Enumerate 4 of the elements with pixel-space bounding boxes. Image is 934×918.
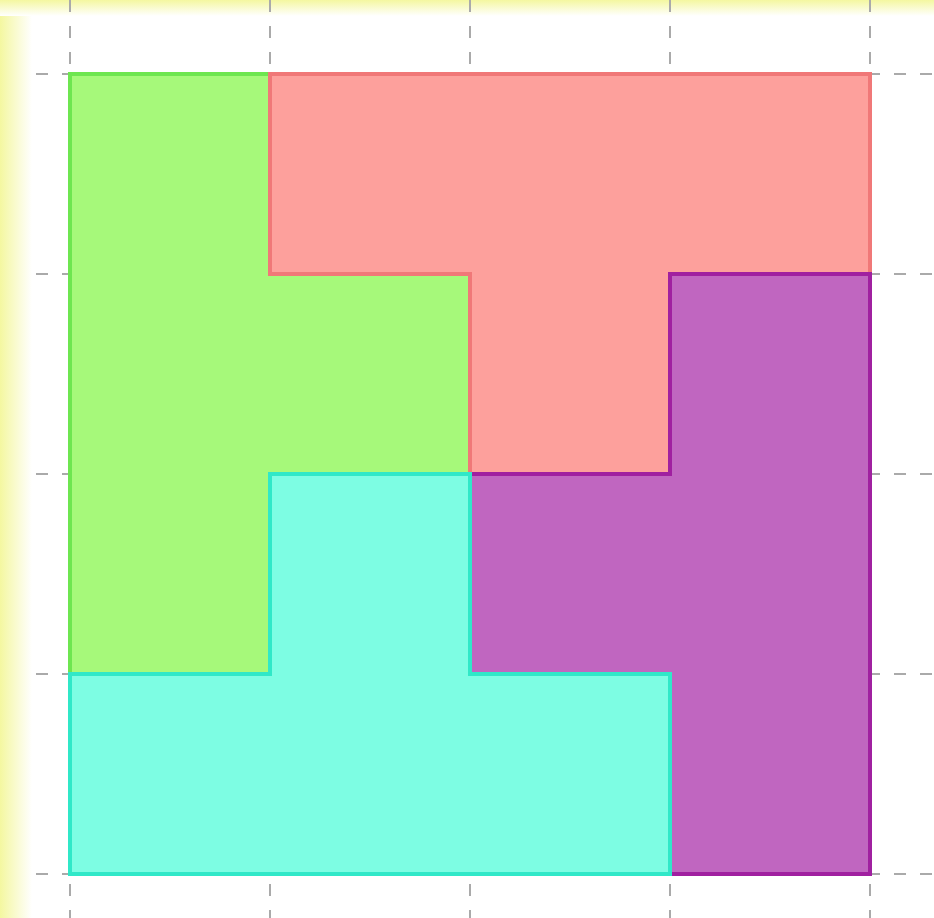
tetromino-tile: [268, 72, 872, 476]
tetromino-tile: [468, 272, 872, 876]
tetromino-tile: [68, 472, 672, 876]
tetromino-tile: [68, 72, 472, 676]
